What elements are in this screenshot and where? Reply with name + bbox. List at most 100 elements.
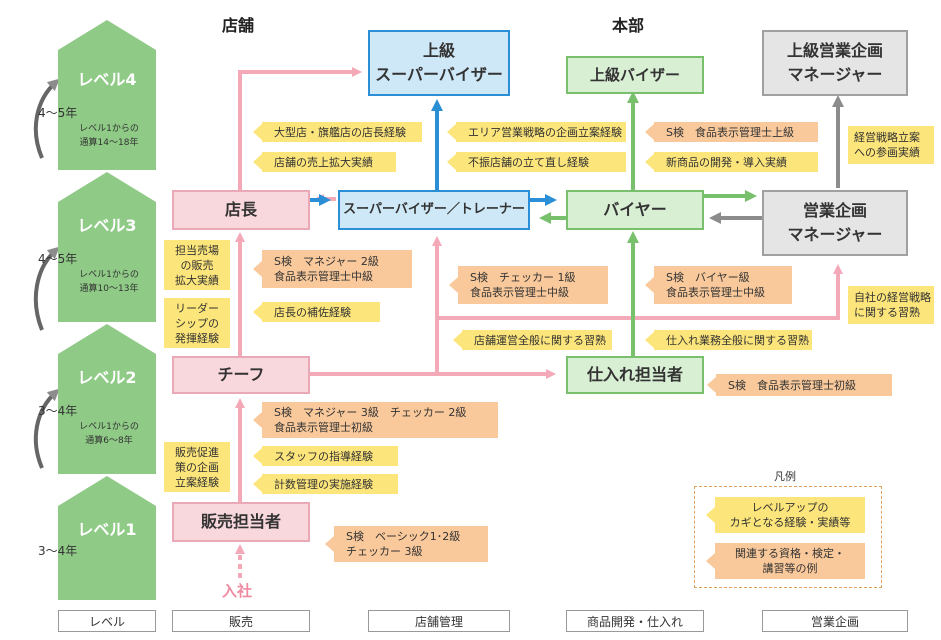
pink-flow-arrows <box>235 67 843 578</box>
legend-key-experience: レベルアップの カギとなる経験・実績等 <box>706 497 865 533</box>
legend-key-exp-line2: カギとなる経験・実績等 <box>729 516 851 529</box>
level-house-shape <box>58 324 156 474</box>
level-2-years: 3～4年 <box>38 404 78 418</box>
tag-staff-guidance: スタッフの指導経験 <box>253 446 398 466</box>
tag-promo-line3: 立案経験 <box>175 475 219 489</box>
level-1-label: レベル1 <box>77 520 137 539</box>
legend-qualifications: 関連する資格・検定・ 講習等の例 <box>706 543 865 579</box>
store-manager-box: 店長 <box>172 190 310 230</box>
tag-s-food-basic: S検 食品表示管理士初級 <box>707 374 892 396</box>
store-column-header: 店舗 <box>222 16 255 35</box>
tag-dept-line2: の販売 <box>180 258 214 272</box>
senior-planning-manager-box: 上級営業企画 マネージャー <box>762 30 908 96</box>
level-3-block: レベル3 4～5年 レベル1からの通算10～13年 <box>38 172 156 322</box>
level-2-note: レベル1からの通算6～8年 <box>79 422 139 446</box>
tag-s-manager3: S検 マネジャー 3級 チェッカー 2級 食品表示管理士初級 <box>253 402 498 438</box>
tag-company-line1: 自社の経営戦略 <box>854 291 931 304</box>
sales-staff-box: 販売担当者 <box>172 502 310 542</box>
supervisor-trainer-box: スーパーバイザー／トレーナー <box>338 190 530 230</box>
tag-leadership: リーダー シップの 発揮経験 <box>164 298 230 348</box>
tag-s-checker1-line2: 食品表示管理士中級 <box>470 286 569 299</box>
tag-numbers-mgmt: 計数管理の実施経験 <box>253 474 398 494</box>
planning-manager-box: 営業企画 マネージャー <box>762 190 908 256</box>
tag-store-ops: 店舗運営全般に関する習熟 <box>453 330 612 350</box>
tag-promo-plan: 販売促進 策の企画 立案経験 <box>164 442 230 492</box>
gray-flow-arrows <box>709 95 844 224</box>
tag-promo-line1: 販売促進 <box>175 445 219 459</box>
level-3-note: レベル1からの通算10～13年 <box>79 270 139 294</box>
tag-sales-expansion: 店舗の売上拡大実績 <box>253 152 396 172</box>
tag-mgmt-strategy-line2: への参画実績 <box>854 146 920 159</box>
level-4-years: 4～5年 <box>38 106 78 120</box>
senior-buyer-box: 上級バイザー <box>566 56 704 94</box>
tag-s-basic-line1: S検 ベーシック1･2級 <box>346 530 461 543</box>
buyer-box: バイヤー <box>566 190 704 230</box>
level-4-block: レベル4 4～5年 レベル1からの通算14～18年 <box>38 20 156 170</box>
tag-s-checker1-line1: S検 チェッカー 1級 <box>470 271 576 284</box>
legend-qual-line2: 講習等の例 <box>762 562 818 575</box>
tag-s-basic-line2: チェッカー 3級 <box>346 545 423 558</box>
hq-column-header: 本部 <box>612 16 645 35</box>
tag-s-basic: S検 ベーシック1･2級 チェッカー 3級 <box>325 526 488 562</box>
tag-dept-line3: 拡大実績 <box>175 273 219 287</box>
legend-key-exp-line1: レベルアップの <box>751 501 829 514</box>
planning-manager-line2: マネージャー <box>787 225 883 244</box>
level-2-label: レベル2 <box>77 368 137 387</box>
green-flow-arrows <box>539 91 757 356</box>
join-company-label: 入社 <box>222 582 253 600</box>
tag-store-rebuild: 不振店舗の立て直し経験 <box>447 152 626 172</box>
senior-supervisor-box: 上級 スーパーバイザー <box>368 30 510 96</box>
tag-company-strategy: 自社の経営戦略 に関する習熟 <box>848 286 934 324</box>
tag-s-manager2: S検 マネジャー 2級 食品表示管理士中級 <box>253 250 412 288</box>
tag-purchase-ops: 仕入れ業務全般に関する習熟 <box>645 330 812 350</box>
tag-s-checker1: S検 チェッカー 1級 食品表示管理士中級 <box>449 266 608 304</box>
tag-leadership-line1: リーダー <box>175 301 219 315</box>
footer-store-mgmt: 店舗管理 <box>368 610 510 632</box>
tag-new-product: 新商品の開発・導入実績 <box>645 152 818 172</box>
tag-s-buyer-line2: 食品表示管理士中級 <box>666 286 765 299</box>
blue-flow-arrows <box>310 99 557 206</box>
level-house-shape <box>58 172 156 322</box>
legend-qual-line1: 関連する資格・検定・ <box>735 547 845 560</box>
level-1-years: 3～4年 <box>38 544 78 558</box>
planning-manager-line1: 営業企画 <box>802 201 867 220</box>
senior-supervisor-line2: スーパーバイザー <box>375 65 503 84</box>
tag-s-manager2-line1: S検 マネジャー 2級 <box>274 255 379 268</box>
tag-s-manager3-line2: 食品表示管理士初級 <box>274 421 373 434</box>
tag-company-line2: に関する習熟 <box>854 306 920 319</box>
tag-dept-line1: 担当売場 <box>175 243 219 257</box>
tag-assist-manager: 店長の補佐経験 <box>253 302 380 322</box>
footer-sales: 販売 <box>172 610 310 632</box>
level-4-label: レベル4 <box>77 70 137 89</box>
tag-mgmt-strategy: 経営戦略立案 への参画実績 <box>848 126 934 164</box>
purchasing-box: 仕入れ担当者 <box>566 356 704 394</box>
tag-s-manager2-line2: 食品表示管理士中級 <box>274 270 373 283</box>
level-house-shape <box>58 20 156 170</box>
tag-leadership-line2: シップの <box>175 316 219 330</box>
footer-product-purchasing: 商品開発・仕入れ <box>566 610 704 632</box>
chief-box: チーフ <box>172 356 310 394</box>
tag-area-strategy: エリア営業戦略の企画立案経験 <box>447 122 626 142</box>
level-1-block: レベル1 3～4年 <box>38 476 156 600</box>
footer-sales-planning: 営業企画 <box>762 610 908 632</box>
footer-level: レベル <box>58 610 156 632</box>
tag-leadership-line3: 発揮経験 <box>175 331 219 345</box>
level-2-block: レベル2 3～4年 レベル1からの通算6～8年 <box>38 324 156 474</box>
tag-dept-sales: 担当売場 の販売 拡大実績 <box>164 240 230 290</box>
level-3-years: 4～5年 <box>38 252 78 266</box>
tag-s-buyer: S検 バイヤー級 食品表示管理士中級 <box>645 266 792 304</box>
senior-supervisor-line1: 上級 <box>422 41 455 60</box>
tag-large-store-exp: 大型店・旗艦店の店長経験 <box>253 122 422 142</box>
level-4-note: レベル1からの通算14～18年 <box>79 124 139 148</box>
legend-title: 凡例 <box>774 470 796 483</box>
level-3-label: レベル3 <box>77 216 137 235</box>
level-curve-arrows <box>33 78 60 469</box>
level-house-shape <box>58 476 156 600</box>
legend-box: レベルアップの カギとなる経験・実績等 関連する資格・検定・ 講習等の例 <box>694 486 882 588</box>
tag-s-buyer-line1: S検 バイヤー級 <box>666 271 750 284</box>
senior-planning-line1: 上級営業企画 <box>786 41 883 60</box>
tag-promo-line2: 策の企画 <box>175 460 219 474</box>
senior-planning-line2: マネージャー <box>787 65 883 84</box>
tag-s-food-senior: S検 食品表示管理士上級 <box>645 122 818 142</box>
